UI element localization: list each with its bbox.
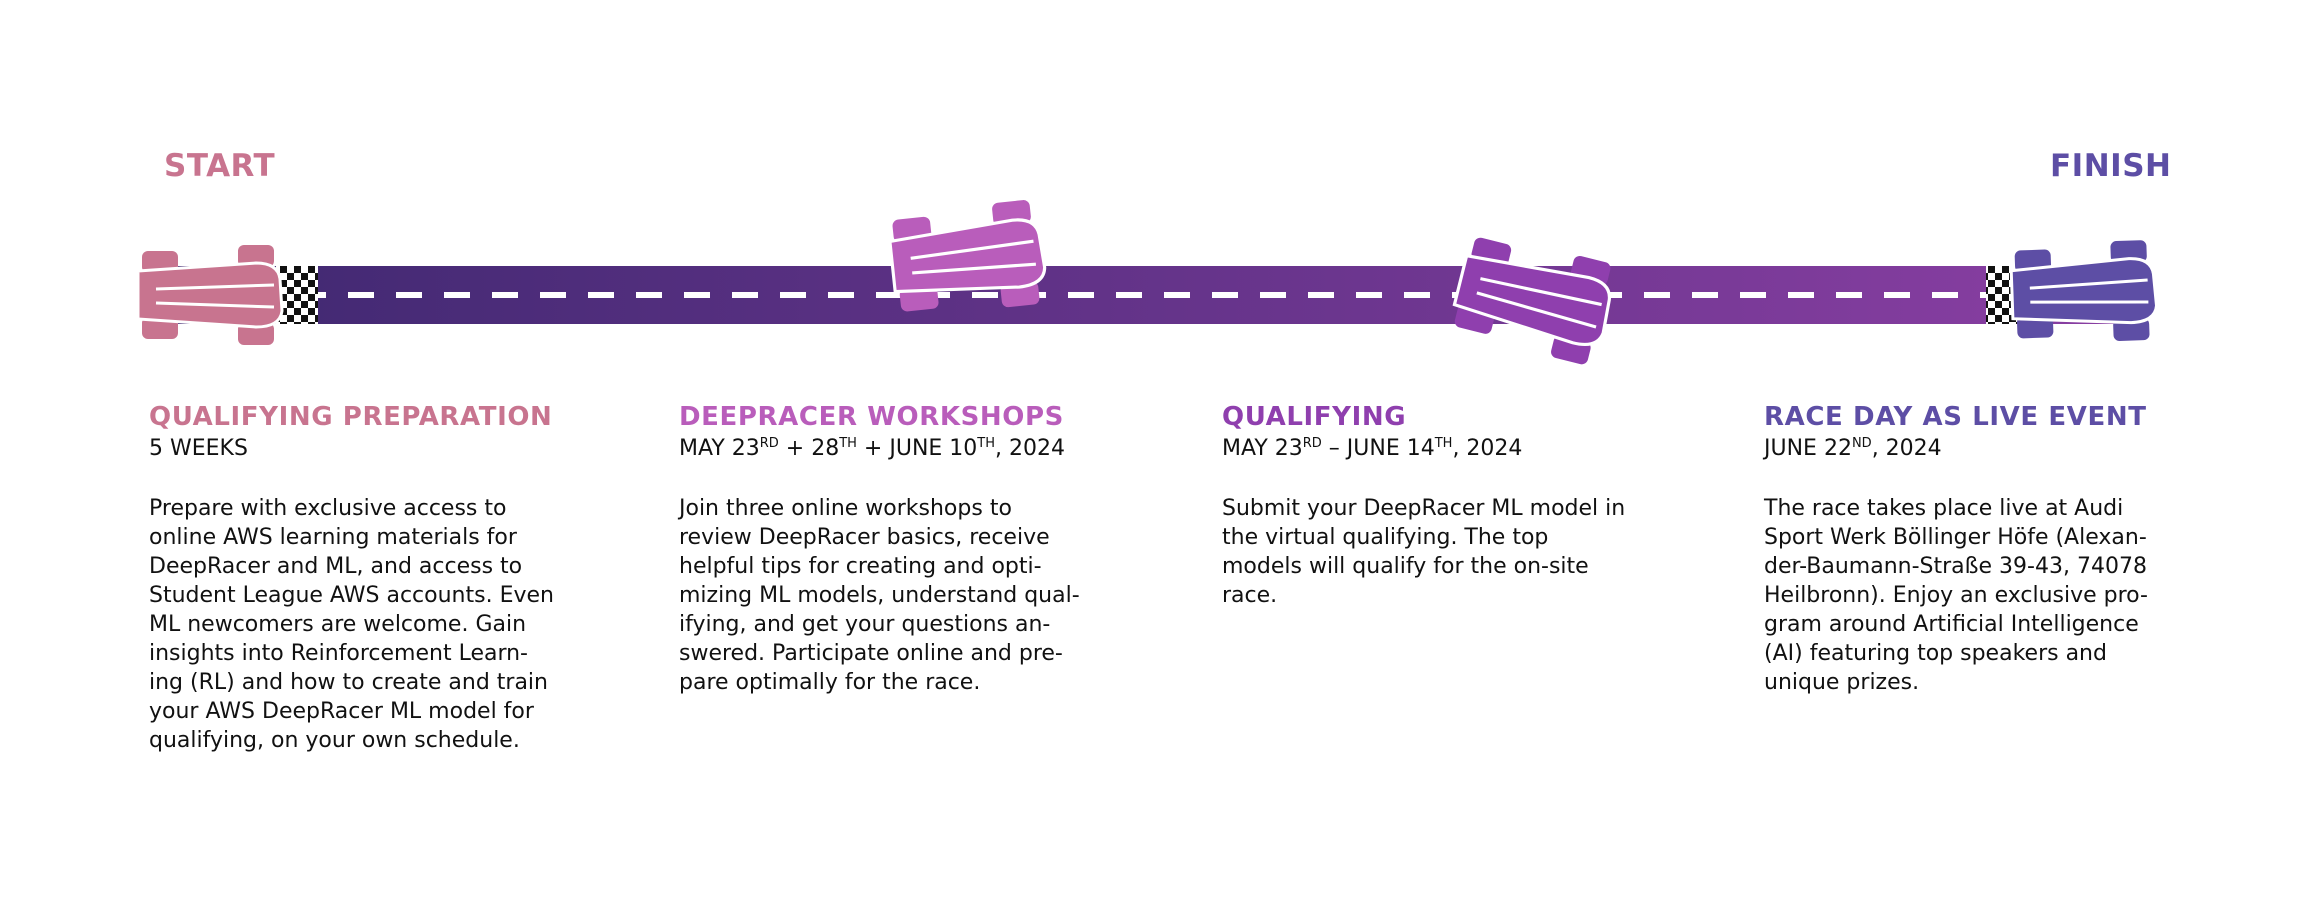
phase-date: MAY 23RD + 28TH + JUNE 10TH, 2024 xyxy=(679,436,1065,461)
phase-title: QUALIFYING PREPARATION xyxy=(149,402,553,432)
phase-title: RACE DAY AS LIVE EVENT xyxy=(1764,402,2147,432)
phase-description: Join three online workshops to review De… xyxy=(679,496,1080,695)
phase-deepracer-workshops: DEEPRACER WORKSHOPS MAY 23RD + 28TH + JU… xyxy=(679,400,1109,697)
qualifying-car xyxy=(1446,227,1622,370)
phase-title: DEEPRACER WORKSHOPS xyxy=(679,402,1064,432)
phase-date: MAY 23RD – JUNE 14TH, 2024 xyxy=(1222,436,1523,461)
start-label: START xyxy=(164,148,276,184)
start-car xyxy=(136,243,284,347)
phase-title: QUALIFYING xyxy=(1222,402,1407,432)
phase-date: 5 WEEKS xyxy=(149,436,248,461)
phase-qualifying: QUALIFYING MAY 23RD – JUNE 14TH, 2024 Su… xyxy=(1222,400,1652,610)
phase-qualifying-preparation: QUALIFYING PREPARATION 5 WEEKS Prepare w… xyxy=(149,400,579,755)
phase-race-day: RACE DAY AS LIVE EVENT JUNE 22ND, 2024 T… xyxy=(1764,400,2194,697)
phase-description: Prepare with exclusive access to online … xyxy=(149,496,554,753)
phase-date: JUNE 22ND, 2024 xyxy=(1764,436,1942,461)
finish-car xyxy=(2008,238,2160,347)
phase-description: Submit your DeepRacer ML model in the vi… xyxy=(1222,496,1626,608)
track-road xyxy=(150,266,2148,324)
finish-label: FINISH xyxy=(2050,148,2172,184)
phase-description: The race takes place live at Audi Sport … xyxy=(1764,496,2148,695)
start-checker-flag xyxy=(276,266,318,324)
